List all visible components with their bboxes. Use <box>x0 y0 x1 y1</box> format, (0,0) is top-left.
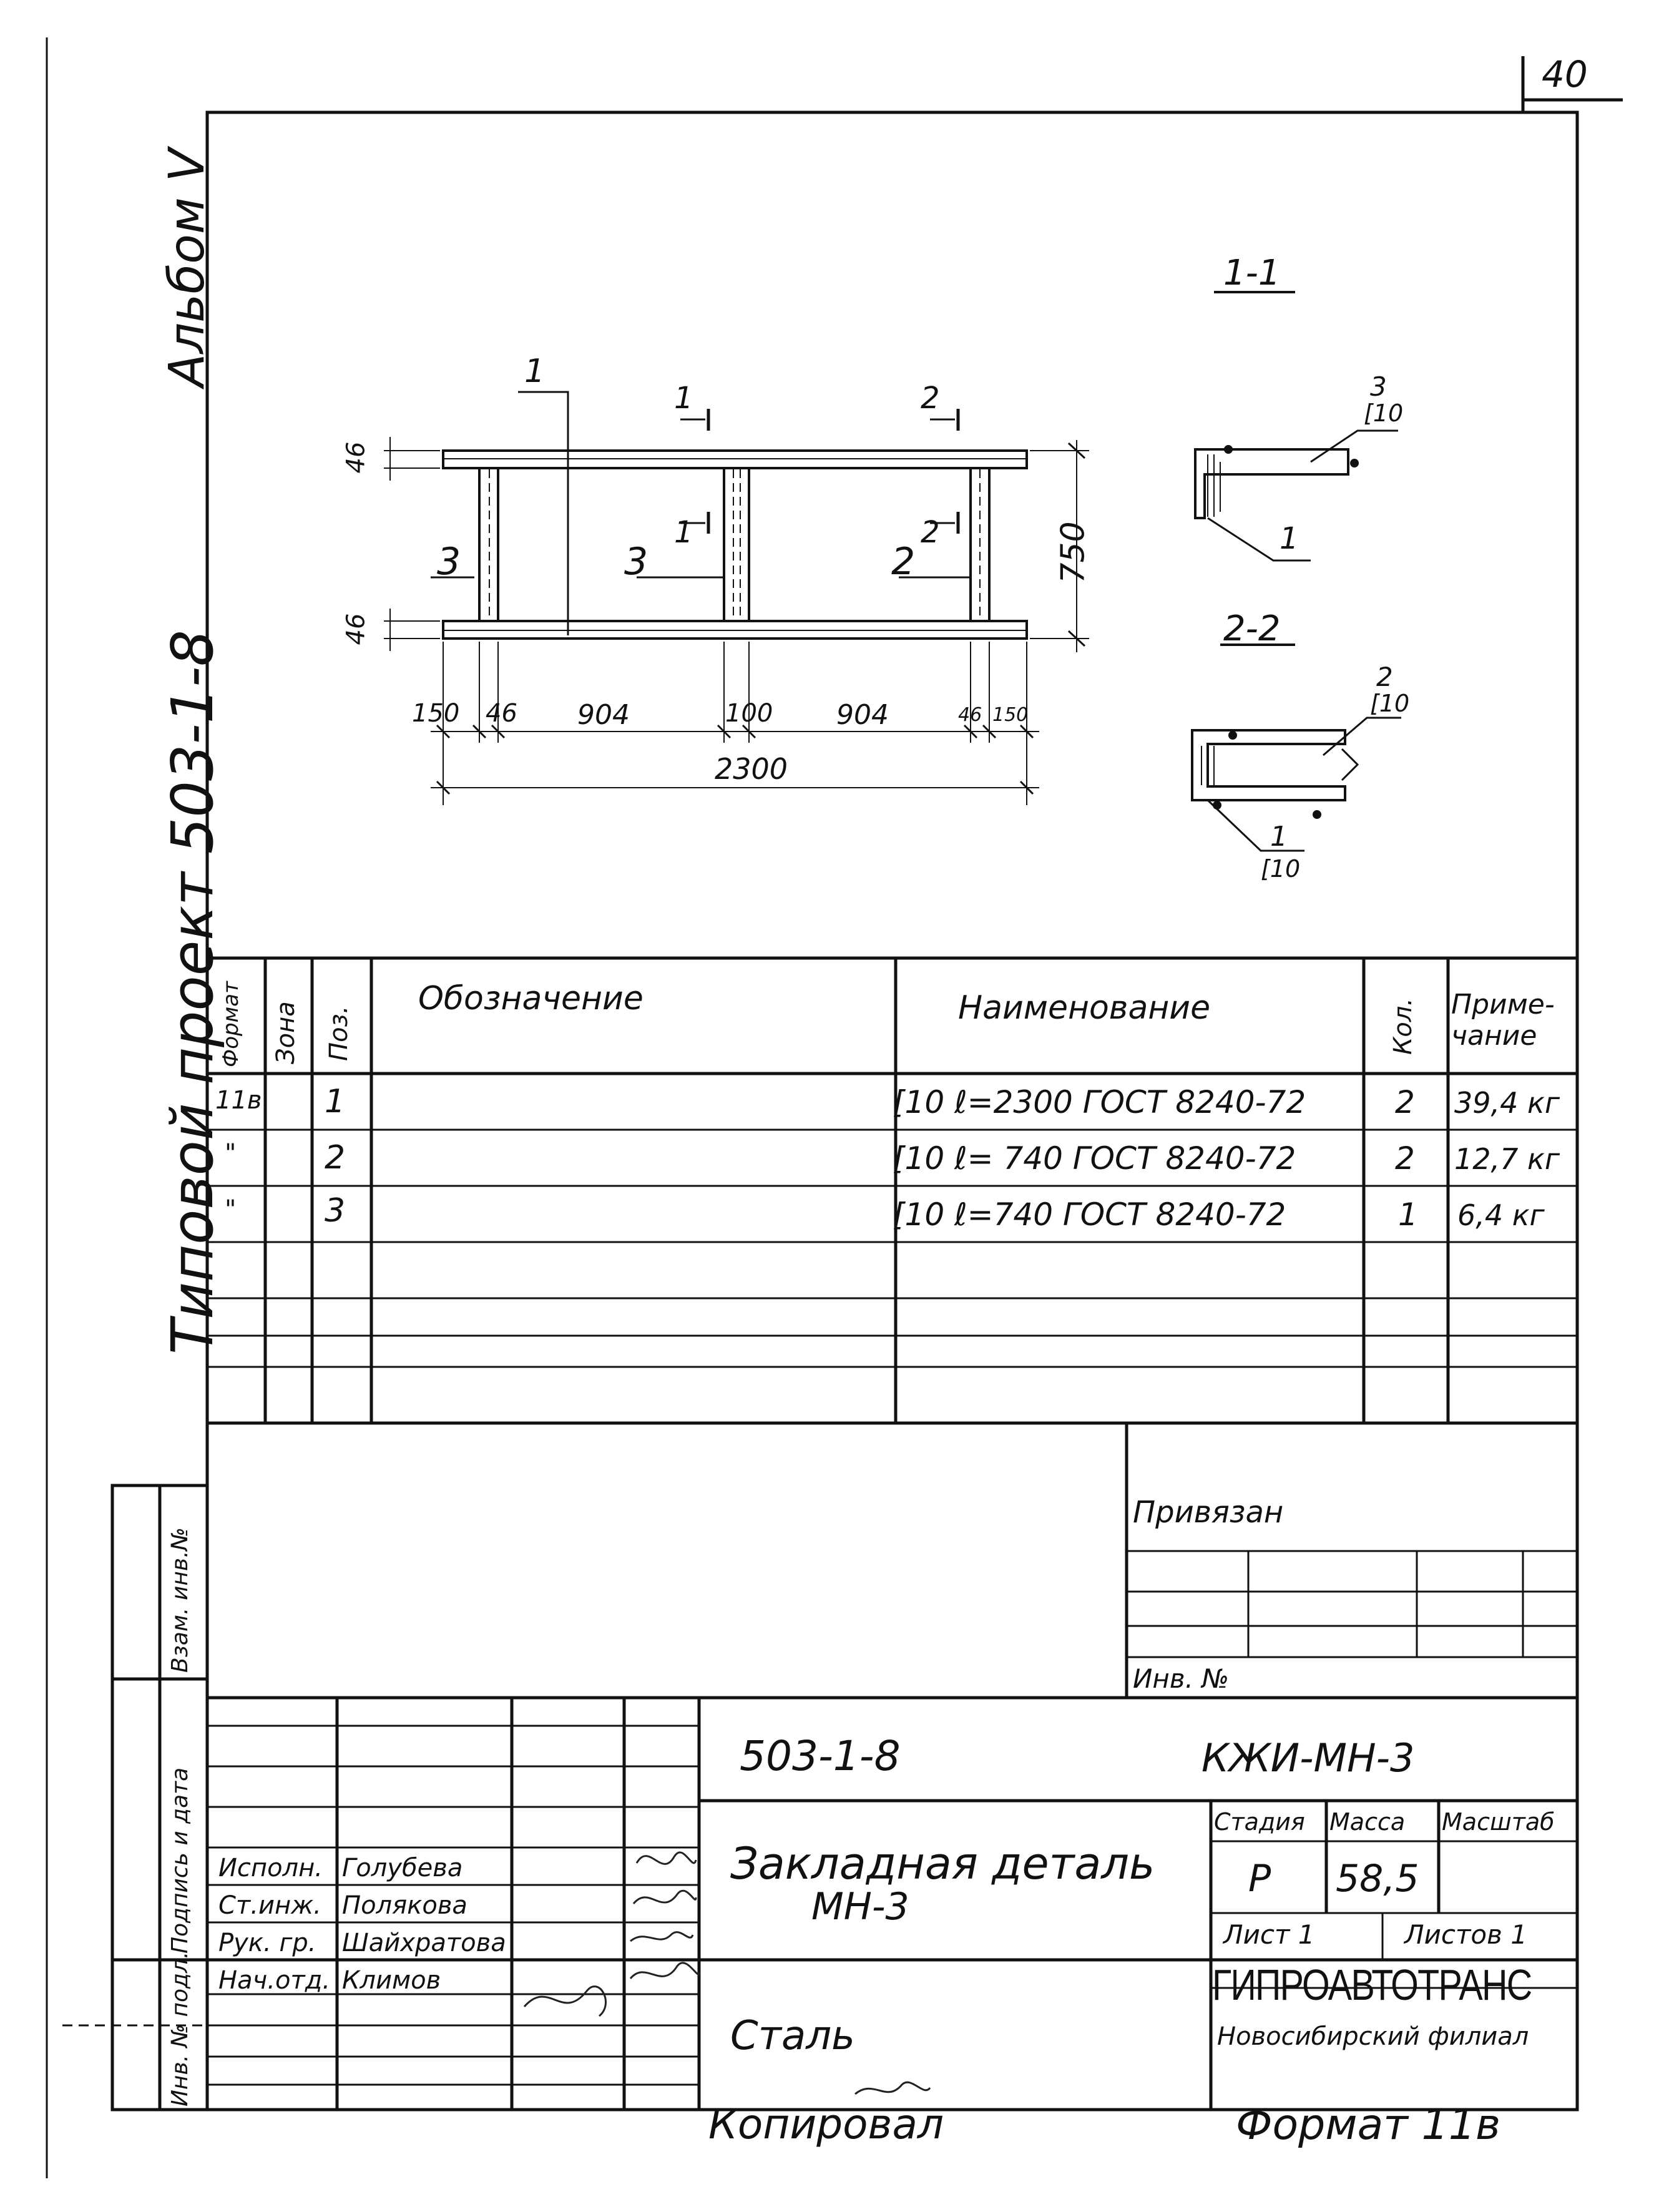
cut-1-top: 1 <box>674 381 693 416</box>
callout-1: 1 <box>524 353 546 390</box>
mass-value: 58,5 <box>1336 1857 1419 1901</box>
section-2-label-2: 2 <box>1376 662 1393 692</box>
section-1-label-profile: [10 <box>1364 399 1404 427</box>
cut-1-bottom: 1 <box>674 515 693 550</box>
section-2-label-profile-top: [10 <box>1370 690 1410 717</box>
spec-row-2-qty: 2 <box>1395 1140 1415 1177</box>
spec-header-qty: Кол. <box>1389 997 1417 1055</box>
spec-header-name: Наименование <box>958 989 1211 1027</box>
strip-vzam-inv: Взам. инв.№ <box>167 1527 193 1673</box>
spec-header-zone: Зона <box>272 1001 300 1064</box>
sheets-label: Листов 1 <box>1404 1919 1527 1950</box>
strip-inv-podl: Инв. № подл. <box>167 1951 193 2107</box>
elevation-view <box>384 391 1089 805</box>
stage-label: Стадия <box>1214 1808 1305 1836</box>
spec-row-2-name: [10 ℓ= 740 ГОСТ 8240-72 <box>893 1140 1296 1177</box>
spec-row-1-pos: 1 <box>325 1083 346 1120</box>
footer-copied: Копировал <box>708 2100 944 2148</box>
section-2-2 <box>1191 644 1401 852</box>
dim-46-left: 46 <box>486 699 517 728</box>
person-3-name: Шайхратова <box>342 1929 506 1957</box>
spec-row-3-qty: 1 <box>1398 1197 1418 1233</box>
dim-100: 100 <box>725 699 773 728</box>
footer-format: Формат 11в <box>1236 2100 1501 2150</box>
spec-row-1-note: 39,4 кг <box>1454 1086 1560 1120</box>
scale-label: Масштаб <box>1442 1808 1555 1836</box>
cut-2-top: 2 <box>921 381 940 416</box>
dim-150-left: 150 <box>412 699 460 728</box>
dim-46-right: 46 <box>958 704 982 726</box>
section-1-1 <box>1194 291 1398 562</box>
project-label: Типовой проект 503-1-8 <box>159 630 226 1354</box>
dim-46-bottom: 46 <box>341 613 371 645</box>
section-2-2-title: 2-2 <box>1223 609 1281 649</box>
person-2-role: Ст.инж. <box>218 1891 321 1920</box>
dim-904-right: 904 <box>836 699 889 731</box>
spec-row-1-format: 11в <box>215 1086 262 1115</box>
org-branch: Новосибирский филиал <box>1217 2022 1529 2051</box>
spec-header-note: Приме- чание <box>1451 989 1555 1052</box>
person-4-name: Климов <box>342 1966 441 1995</box>
section-2-label-1: 1 <box>1270 821 1288 853</box>
strip-podpis-data: Подпись и дата <box>167 1767 193 1954</box>
callout-3-left: 3 <box>437 540 461 584</box>
doc-title-line1: Закладная деталь <box>730 1838 1155 1889</box>
spec-row-2-format: " <box>225 1139 237 1168</box>
person-2-name: Полякова <box>342 1891 467 1920</box>
callout-3-middle: 3 <box>624 540 648 584</box>
doc-mark: КЖИ-МН-3 <box>1201 1735 1415 1781</box>
doc-material: Сталь <box>730 2013 855 2059</box>
doc-code: 503-1-8 <box>740 1732 901 1780</box>
spec-header-designation: Обозначение <box>418 980 644 1017</box>
dim-46-top: 46 <box>341 441 371 474</box>
section-2-label-profile-bottom: [10 <box>1261 855 1301 883</box>
sheet-number: 40 <box>1542 53 1588 95</box>
album-label: Альбом V <box>159 148 215 387</box>
section-1-label-1: 1 <box>1280 521 1299 556</box>
doc-title-line2: МН-3 <box>811 1885 909 1929</box>
stage-value: Р <box>1248 1857 1271 1901</box>
spec-row-3-format: " <box>225 1195 237 1224</box>
spec-row-2-note: 12,7 кг <box>1454 1142 1560 1176</box>
spec-row-1-name: [10 ℓ=2300 ГОСТ 8240-72 <box>893 1084 1306 1120</box>
spec-row-3-pos: 3 <box>325 1192 346 1230</box>
section-1-label-3: 3 <box>1370 371 1387 402</box>
person-1-role: Исполн. <box>218 1854 323 1882</box>
spec-row-2-pos: 2 <box>325 1139 346 1177</box>
spec-row-3-name: [10 ℓ=740 ГОСТ 8240-72 <box>893 1197 1286 1233</box>
section-1-1-title: 1-1 <box>1223 253 1281 293</box>
sheet-frame <box>205 110 1579 2112</box>
spec-row-3-note: 6,4 кг <box>1457 1198 1545 1232</box>
dim-904-left: 904 <box>577 699 630 731</box>
signatures <box>523 1851 931 2095</box>
binding-inv: Инв. № <box>1133 1663 1230 1694</box>
sheet-label: Лист 1 <box>1223 1919 1315 1950</box>
person-1-name: Голубева <box>342 1854 463 1882</box>
org-name: ГИПРОАВТОТРАНС <box>1212 1960 1532 2009</box>
spec-row-1-qty: 2 <box>1395 1084 1415 1120</box>
person-3-role: Рук. гр. <box>218 1929 316 1957</box>
spec-header-pos: Поз. <box>325 1006 353 1061</box>
dim-750: 750 <box>1054 521 1092 584</box>
person-4-role: Нач.отд. <box>218 1966 331 1995</box>
dim-150-right: 150 <box>992 704 1029 726</box>
spec-header-format: Формат <box>218 981 243 1067</box>
binding-title: Привязан <box>1133 1495 1284 1530</box>
mass-label: Масса <box>1329 1808 1406 1836</box>
callout-2-right: 2 <box>891 540 916 584</box>
cut-2-bottom: 2 <box>921 515 940 550</box>
dim-2300: 2300 <box>715 752 788 786</box>
